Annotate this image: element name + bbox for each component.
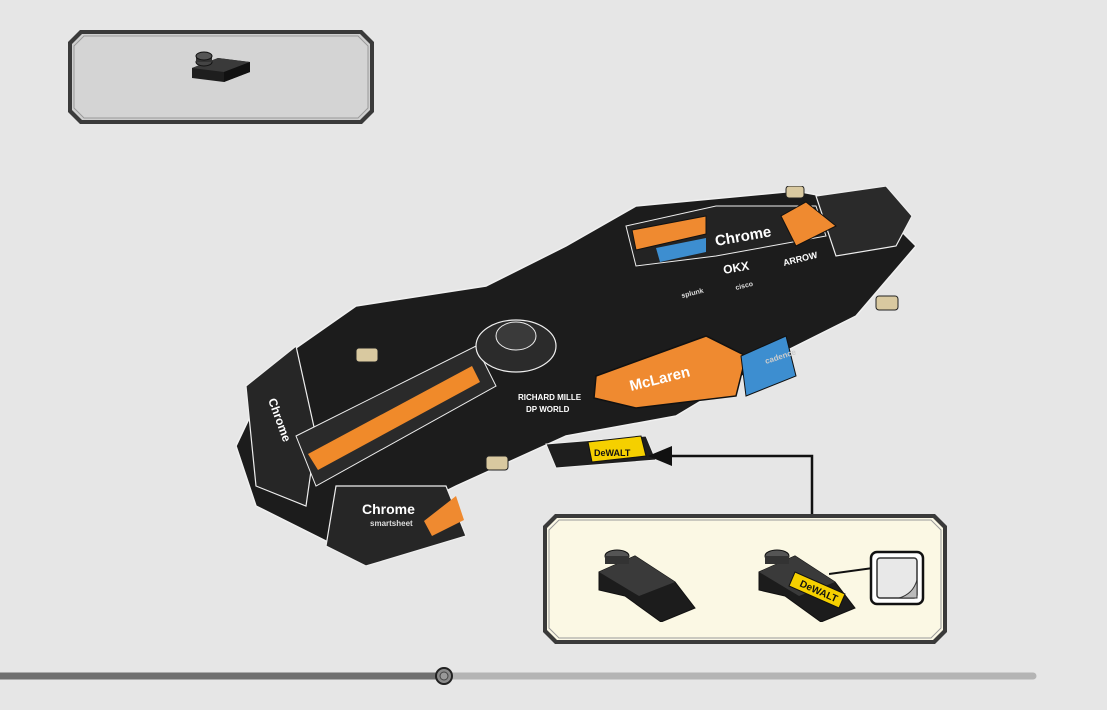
decal-dp-world: DP WORLD — [526, 405, 570, 414]
decal-chrome-right-wing: Chrome — [362, 501, 415, 517]
decal-dewalt-model: DeWALT — [594, 448, 631, 458]
sub-assembly-callout: DeWALT — [543, 514, 947, 644]
black-curved-slope-brick-icon — [595, 542, 705, 622]
black-curved-slope-1x2-icon — [188, 50, 254, 84]
dewalt-decal-brick-icon: DeWALT — [755, 542, 865, 622]
sticker-sheet-icon — [869, 550, 925, 606]
decal-smartsheet: smartsheet — [370, 519, 413, 528]
decal-richard-mille: RICHARD MILLE — [518, 393, 582, 402]
progress-bar — [0, 664, 1107, 688]
mclaren-car-model: McLaren Chrome OKX ARROW splunk cisco ca… — [236, 186, 916, 566]
parts-callout — [68, 30, 374, 124]
